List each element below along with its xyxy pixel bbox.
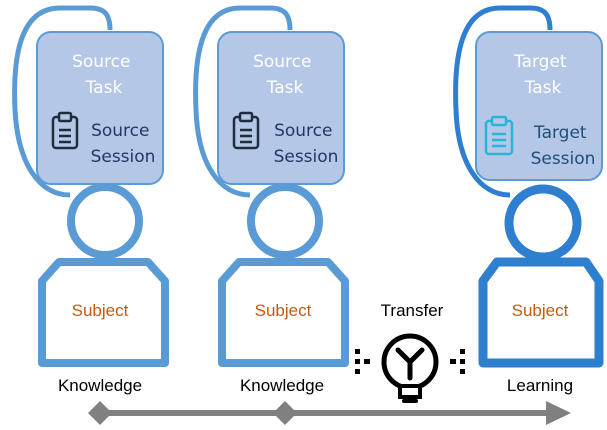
figure-source-2: Source Task Source Session Subject Knowl… [193, 5, 349, 395]
session-label-1: Source Session [91, 121, 156, 167]
caption-3: Learning [507, 376, 573, 395]
clipboard-icon [484, 115, 514, 156]
clipboard-icon [232, 111, 260, 150]
figure-target: Target Task Target Session Subject Learn… [453, 5, 604, 395]
subject-body-1 [38, 258, 169, 367]
figure-source-1: Source Task Source Session Subject Knowl… [12, 5, 169, 395]
timeline-arrow [88, 401, 571, 425]
thought-tail-1 [12, 5, 113, 198]
lightbulb-icon [355, 333, 465, 403]
transfer-label: Transfer [381, 301, 444, 320]
subject-body-3 [478, 257, 604, 368]
subject-label-2: Subject [255, 301, 312, 320]
subject-label-3: Subject [512, 301, 569, 320]
task-label-1: Source Task [72, 52, 136, 98]
subject-label-1: Subject [72, 301, 129, 320]
target-task-box [475, 31, 603, 181]
subject-head-1 [67, 183, 143, 259]
caption-2: Knowledge [240, 376, 324, 395]
subject-head-3 [504, 184, 582, 262]
timeline-diamond-2 [273, 401, 297, 425]
subject-body-2 [218, 258, 349, 367]
session-label-3: Target Session [531, 123, 596, 169]
clipboard-icon [51, 111, 79, 150]
arrow-head [546, 401, 571, 425]
task-label-2: Source Task [253, 52, 317, 98]
task-label-3: Target Task [513, 52, 572, 98]
session-label-2: Source Session [274, 121, 339, 167]
thought-tail-2 [193, 5, 293, 198]
thought-tail-3 [453, 5, 553, 198]
timeline-diamond-1 [88, 401, 112, 425]
caption-1: Knowledge [58, 376, 142, 395]
subject-head-2 [247, 183, 323, 259]
